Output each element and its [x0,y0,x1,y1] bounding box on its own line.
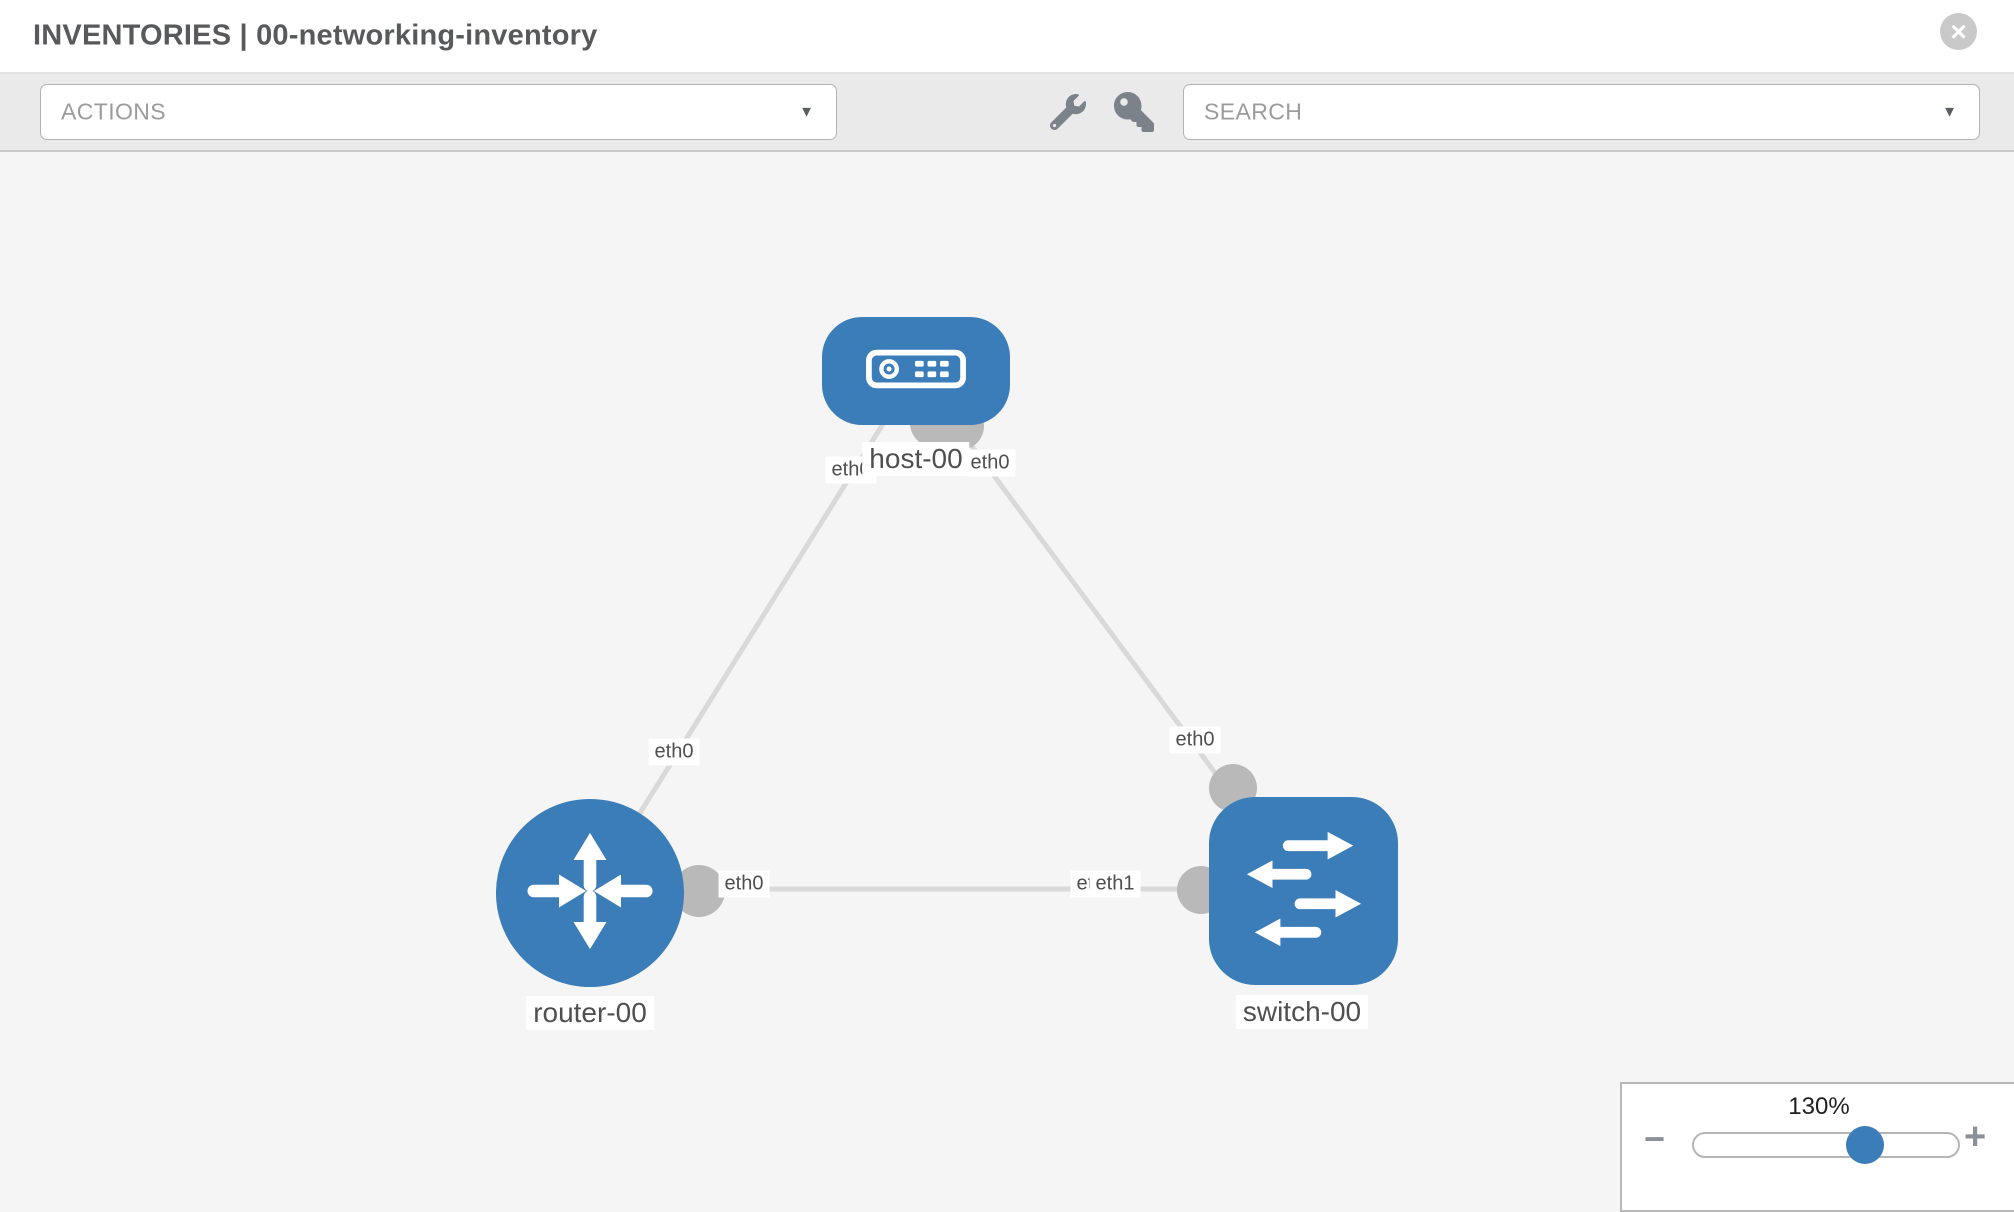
node-label-host-00: host-00 [862,442,970,476]
search-dropdown[interactable]: SEARCH ▼ [1183,84,1980,140]
interface-dot-router-eth0 [673,865,725,917]
chevron-down-icon: ▼ [1942,103,1957,121]
key-icon [1114,91,1154,135]
credentials-button[interactable] [1112,91,1156,135]
page-title: INVENTORIES | 00-networking-inventory [33,19,598,52]
topology-canvas[interactable]: eth0eth0eth0eth0eth0eth0eth1 host-00 rou… [0,152,2014,1200]
node-label-router-00: router-00 [526,996,654,1030]
links-layer [587,369,1306,917]
chevron-down-icon: ▼ [799,103,814,121]
close-icon: × [1950,16,1967,47]
switch-icon [1240,825,1368,958]
zoom-in-button[interactable]: + [1964,1116,1987,1158]
interface-label: eth0 [648,738,700,766]
actions-dropdown-label: ACTIONS [61,98,167,125]
interface-label: eth0 [964,449,1016,477]
close-button[interactable]: × [1940,13,1977,50]
toolbar: ACTIONS ▼ SEARCH ▼ [0,74,2014,152]
zoom-level-value: 130% [1788,1093,1850,1120]
router-icon [527,828,653,959]
node-switch-00[interactable] [1209,797,1398,985]
zoom-slider-knob[interactable] [1846,1126,1884,1164]
node-host-00[interactable] [822,317,1010,425]
zoom-slider-track[interactable] [1692,1132,1960,1158]
zoom-out-button[interactable]: − [1644,1118,1666,1159]
configure-button[interactable] [1046,91,1090,135]
search-dropdown-label: SEARCH [1204,98,1303,125]
interface-label: eth0 [1169,726,1221,754]
header: INVENTORIES | 00-networking-inventory × [0,0,2014,74]
interface-label: eth0 [718,870,770,898]
host-icon [866,349,966,394]
node-label-switch-00: switch-00 [1235,995,1369,1029]
node-router-00[interactable] [496,799,684,987]
interface-label: eth1 [1089,870,1141,898]
wrench-icon [1049,93,1086,133]
actions-dropdown[interactable]: ACTIONS ▼ [40,84,837,140]
zoom-panel: 130% − + [1620,1082,2014,1212]
